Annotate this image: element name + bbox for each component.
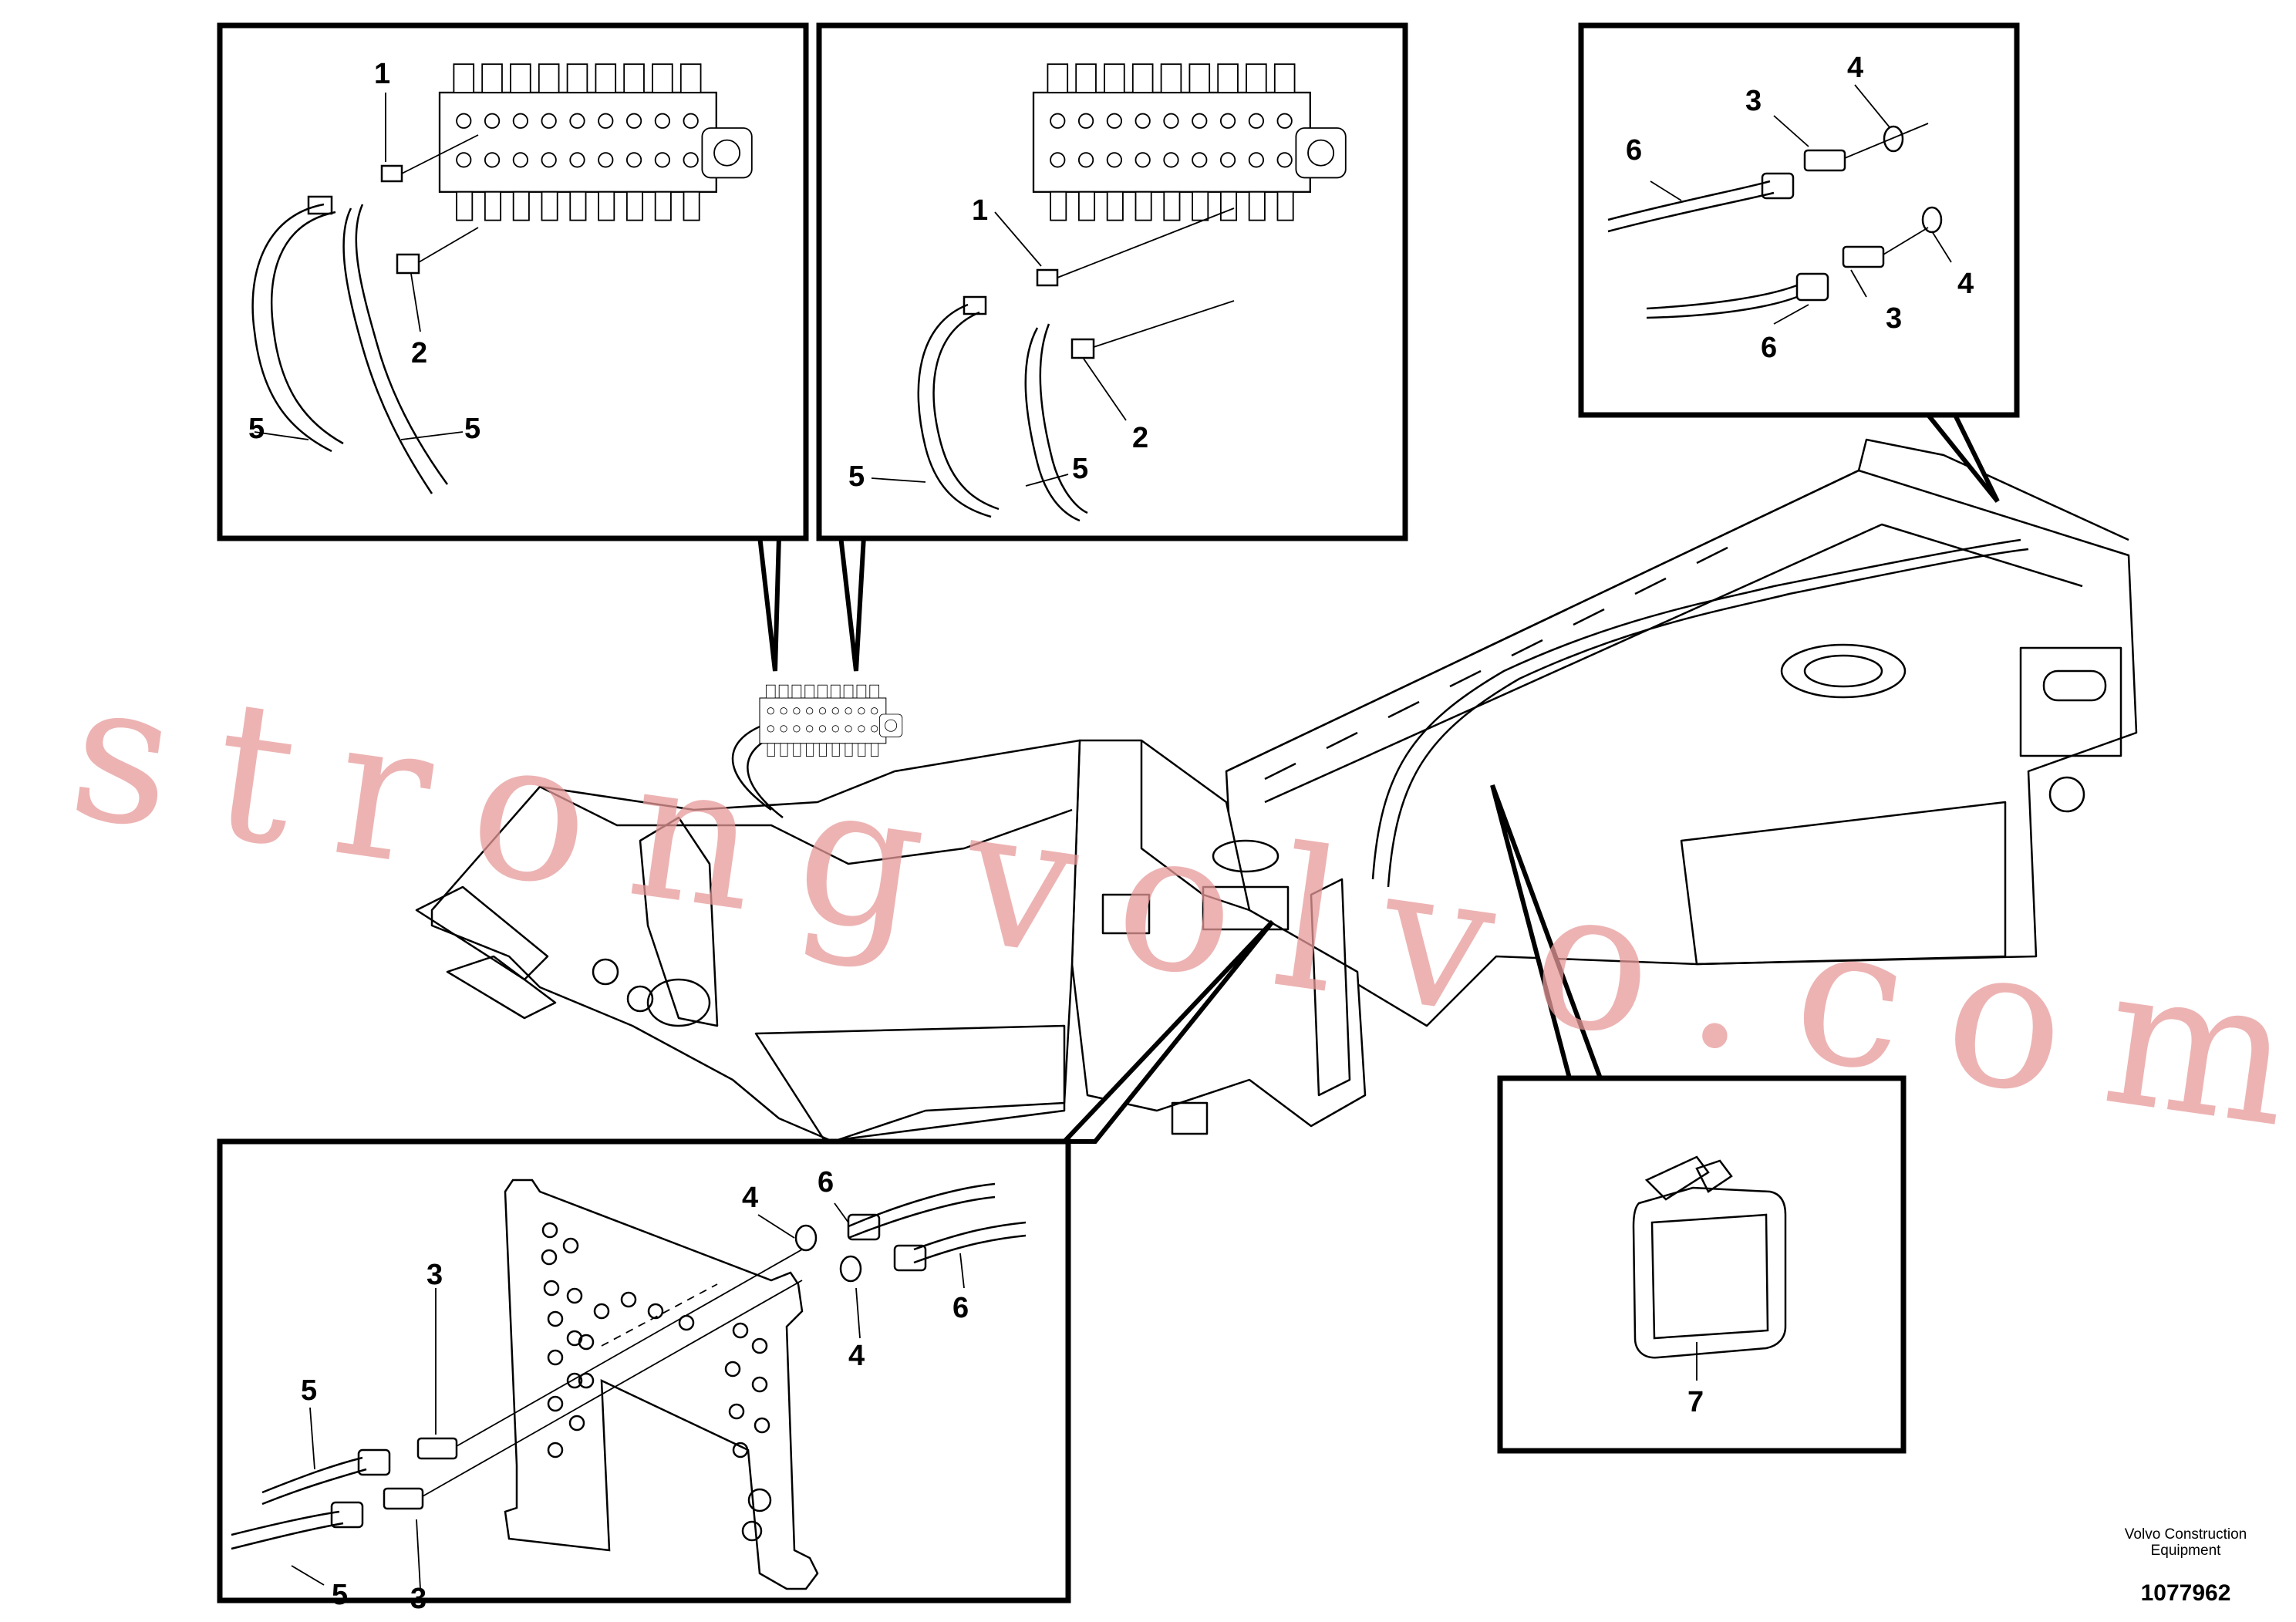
callout-1: 1 [374, 58, 390, 90]
callout-5: 5 [248, 413, 265, 445]
machine-frame [415, 438, 2138, 1143]
callout-4: 4 [1847, 52, 1863, 84]
callout-3: 3 [1745, 85, 1762, 117]
callout-5: 5 [1072, 453, 1088, 485]
callout-5: 5 [301, 1374, 317, 1407]
illustration-number: 1077962 [2140, 1580, 2231, 1606]
callout-6: 6 [952, 1292, 969, 1324]
callout-3: 3 [426, 1259, 443, 1291]
publisher-name: Volvo Construction Equipment [2124, 1526, 2247, 1559]
callout-3: 3 [1886, 302, 1902, 335]
callout-4: 4 [848, 1340, 865, 1372]
detail-box-2: 1 2 5 5 [816, 22, 1408, 541]
callout-6: 6 [818, 1166, 834, 1199]
callout-2: 2 [1132, 422, 1148, 454]
callout-5: 5 [848, 460, 865, 493]
callout-5: 5 [332, 1579, 348, 1611]
callout-3: 3 [410, 1583, 426, 1615]
callout-5: 5 [464, 413, 480, 445]
callout-1: 1 [972, 194, 988, 227]
detail-box-1: 1 2 5 5 [217, 22, 809, 541]
detail-box-3: 3 3 4 4 6 6 [1578, 22, 2020, 418]
callout-2: 2 [411, 337, 427, 369]
callout-6: 6 [1761, 332, 1777, 364]
callout-4: 4 [742, 1182, 758, 1214]
callout-7: 7 [1687, 1386, 1704, 1418]
detail-box-4: 3 3 4 4 5 5 6 6 [217, 1138, 1071, 1615]
callout-4: 4 [1957, 268, 1974, 300]
detail-box-5: 7 [1497, 1075, 1907, 1454]
callout-6: 6 [1626, 134, 1642, 167]
